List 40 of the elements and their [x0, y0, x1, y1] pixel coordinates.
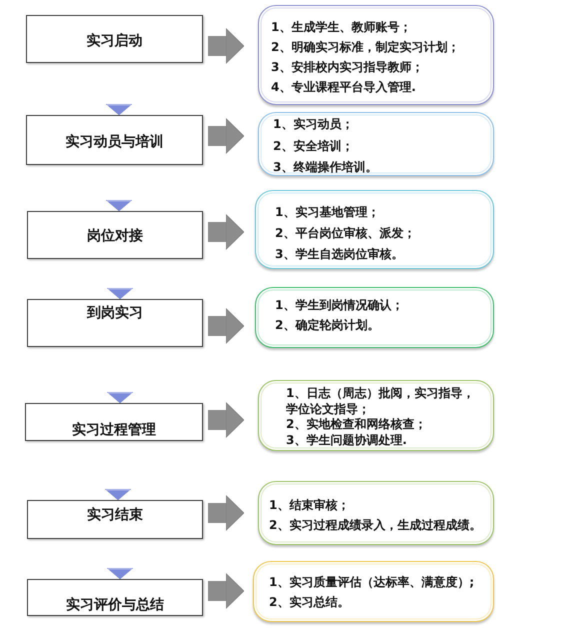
list-item: 4、专业课程平台导入管理.: [271, 79, 417, 96]
step-label: 岗位对接: [86, 227, 144, 245]
step-label: 实习评价与总结: [65, 596, 165, 614]
list-item: 3、学生自选岗位审核。: [275, 246, 404, 262]
details-box: [255, 190, 494, 269]
list-item: 2、确定轮岗计划。: [275, 317, 380, 334]
list-item: 3、学生问题协调处理.: [286, 432, 408, 448]
list-item: 1、实习质量评估（达标率、满意度）;: [269, 574, 474, 591]
list-item: 1、生成学生、教师账号；: [271, 19, 412, 36]
list-item: 1、实习动员；: [273, 116, 354, 134]
step-box: [27, 579, 203, 616]
step-label: 实习结束: [86, 506, 144, 524]
step-box: [25, 403, 203, 441]
list-item: 2、实地检查和网络核查；: [286, 417, 428, 433]
step-box: [27, 211, 203, 259]
step-box: [27, 500, 203, 539]
details-box: [258, 5, 494, 105]
list-item: 2、实习总结。: [269, 594, 350, 611]
list-item: 3、安排校内实习指导教师；: [271, 59, 424, 76]
details-box: [258, 380, 494, 451]
list-item: 3、终端操作培训。: [273, 159, 378, 176]
step-label: 到岗实习: [86, 304, 144, 322]
details-box: [255, 287, 494, 348]
list-item: 2、平台岗位审核、派发；: [275, 224, 416, 242]
step-label: 实习过程管理: [71, 421, 157, 439]
list-item: 1、日志（周志）批阅，实习指导，学位论文指导；: [286, 386, 476, 418]
list-item: 1、实习基地管理；: [275, 204, 380, 220]
details-box: [253, 561, 494, 622]
list-item: 2、明确实习标准，制定实习计划；: [271, 39, 460, 56]
list-item: 1、结束审核；: [269, 497, 350, 514]
list-item: 2、实习过程成绩录入，生成过程成绩。: [269, 517, 482, 534]
list-item: 1、学生到岗情况确认；: [275, 297, 404, 314]
list-item: 2、安全培训；: [273, 138, 354, 155]
details-box: [258, 112, 494, 176]
step-box: [27, 299, 203, 347]
step-box: [26, 15, 203, 63]
step-box: [26, 115, 203, 165]
step-label: 实习启动: [86, 32, 144, 50]
step-label: 实习动员与培训: [64, 133, 164, 151]
details-box: [258, 481, 494, 545]
